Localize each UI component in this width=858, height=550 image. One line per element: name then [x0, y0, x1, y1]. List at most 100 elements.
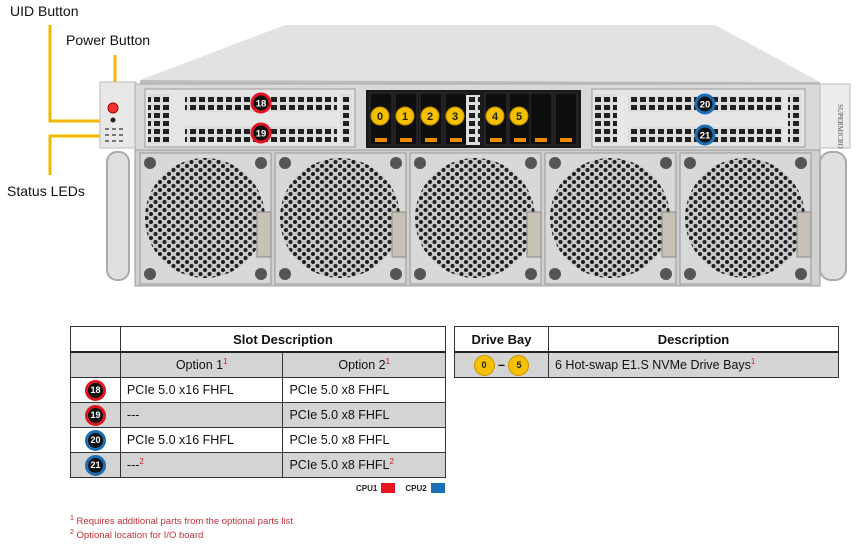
- pcie-slot-badge: [250, 122, 272, 144]
- range-dash: –: [498, 357, 505, 372]
- pcie-slot-number: 21: [700, 131, 711, 142]
- option1-cell: PCIe 5.0 x16 FHFL: [119, 427, 284, 453]
- drive-number-badge: [509, 106, 529, 126]
- slot-badge: 21: [84, 454, 106, 476]
- control-panel: [99, 81, 137, 149]
- left-handle[interactable]: [106, 151, 130, 281]
- fan-screw: [525, 268, 537, 280]
- pcie-slot-badge: [694, 124, 716, 146]
- footnote-1: 1 Requires additional parts from the opt…: [70, 515, 294, 528]
- slot-badge: 20: [84, 429, 106, 451]
- fan-screw: [279, 268, 291, 280]
- drive-bay-table: Drive Bay Description 0 – 5 6 Hot-swap E…: [454, 326, 839, 378]
- option2-cell: PCIe 5.0 x8 FHFL2: [282, 452, 446, 478]
- slot-badge: 19: [84, 404, 106, 426]
- drive-number: 4: [492, 111, 499, 123]
- drive-led: [535, 138, 547, 142]
- drive-led: [514, 138, 526, 142]
- option1-cell: PCIe 5.0 x16 FHFL: [119, 377, 284, 403]
- pcie-slot-badge: [694, 93, 716, 115]
- description-header: Description: [548, 326, 839, 353]
- fan-grille: [550, 158, 670, 278]
- fan-grille: [280, 158, 400, 278]
- drive-number: 2: [427, 111, 433, 123]
- fan-handle[interactable]: [796, 211, 812, 258]
- fan-screw: [144, 157, 156, 169]
- drive-number: 3: [452, 111, 458, 123]
- option2-cell: PCIe 5.0 x8 FHFL: [282, 427, 446, 453]
- drive-badge: 5: [508, 354, 530, 376]
- drive-number-badge: [370, 106, 390, 126]
- drive-bay-header: Drive Bay: [454, 326, 549, 353]
- chassis-lid: [140, 25, 820, 82]
- option1-cell: ---: [119, 402, 284, 428]
- option2-cell: PCIe 5.0 x8 FHFL: [282, 377, 446, 403]
- fan-screw: [525, 157, 537, 169]
- legend-cpu2-swatch: [430, 483, 445, 493]
- option1-cell: ---2: [119, 452, 284, 478]
- right-ear: [819, 83, 851, 149]
- fan-screw: [549, 268, 561, 280]
- right-handle[interactable]: [819, 151, 847, 281]
- fan-screw: [144, 268, 156, 280]
- fan-handle[interactable]: [256, 211, 272, 258]
- drive-bay[interactable]: [554, 92, 578, 146]
- drive-number: 1: [402, 111, 408, 123]
- uid-button[interactable]: [110, 117, 116, 123]
- description-cell: 6 Hot-swap E1.S NVMe Drive Bays1: [548, 351, 839, 378]
- fan-handle[interactable]: [391, 211, 407, 258]
- legend-cpu1-label: CPU1: [356, 483, 378, 493]
- fan-screw: [255, 268, 267, 280]
- pcie-slot-badge: [250, 92, 272, 114]
- fan-screw: [660, 157, 672, 169]
- fan-screw: [684, 268, 696, 280]
- slot-description-table: Slot Description Option 11 Option 21 18 …: [70, 326, 447, 478]
- slot-badge: 18: [84, 379, 106, 401]
- pcie-slot-number: 18: [256, 99, 267, 110]
- fan-grille: [415, 158, 535, 278]
- drive-number-badge: [420, 106, 440, 126]
- table-row: 18 PCIe 5.0 x16 FHFL PCIe 5.0 x8 FHFL: [70, 377, 446, 403]
- fan-screw: [660, 268, 672, 280]
- fan-screw: [255, 157, 267, 169]
- fan-handle[interactable]: [526, 211, 542, 258]
- uid-button-callout: UID Button: [10, 3, 79, 19]
- cpu-legend: CPU1 CPU2: [356, 483, 451, 493]
- drive-number: 0: [377, 111, 383, 123]
- drive-led: [490, 138, 502, 142]
- table-row: 0 – 5 6 Hot-swap E1.S NVMe Drive Bays1: [454, 351, 839, 378]
- option2-cell: PCIe 5.0 x8 FHFL: [282, 402, 446, 428]
- drive-led: [425, 138, 437, 142]
- drive-led: [560, 138, 572, 142]
- drive-number-badge: [395, 106, 415, 126]
- fan-screw: [414, 268, 426, 280]
- fan-grille: [685, 158, 805, 278]
- drive-number-badge: [485, 106, 505, 126]
- legend-cpu1-swatch: [381, 483, 396, 493]
- fan-screw: [414, 157, 426, 169]
- brand-logo: SUPERMICRO: [836, 104, 844, 149]
- drive-number: 5: [516, 111, 522, 123]
- legend-cpu2-label: CPU2: [405, 483, 427, 493]
- fan-screw: [795, 268, 807, 280]
- fan-handle[interactable]: [661, 211, 677, 258]
- pcie-slot-number: 20: [700, 100, 711, 111]
- drive-led: [375, 138, 387, 142]
- status-leds-callout: Status LEDs: [7, 183, 85, 199]
- drive-led: [450, 138, 462, 142]
- drive-led: [400, 138, 412, 142]
- drive-bay[interactable]: [529, 92, 553, 146]
- option2-header: Option 21: [282, 351, 446, 378]
- fan-screw: [279, 157, 291, 169]
- fan-screw: [549, 157, 561, 169]
- table-row: 19 --- PCIe 5.0 x8 FHFL: [70, 402, 446, 428]
- power-button[interactable]: [107, 102, 119, 114]
- fan-screw: [390, 157, 402, 169]
- drive-badge: 0: [473, 354, 495, 376]
- corner-cell: [70, 326, 121, 353]
- fan-screw: [390, 268, 402, 280]
- drive-number-badge: [445, 106, 465, 126]
- fan-screw: [795, 157, 807, 169]
- power-button-callout: Power Button: [66, 32, 151, 48]
